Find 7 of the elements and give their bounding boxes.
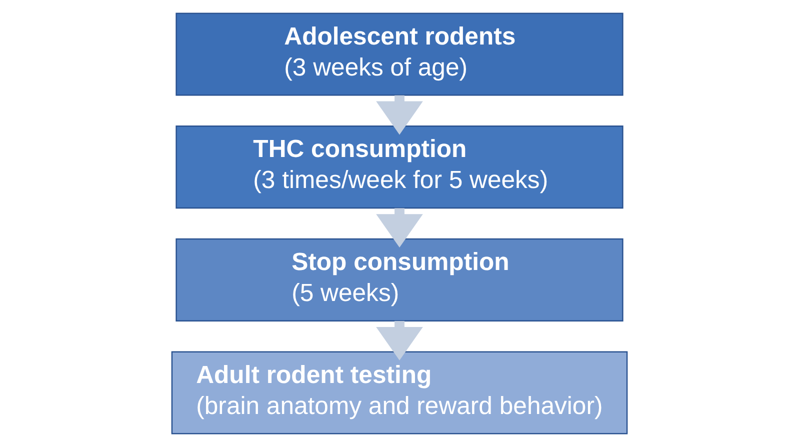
node-box: Stop consumption (5 weeks) [175, 238, 623, 322]
arrow [376, 321, 422, 360]
node-box: Adolescent rodents (3 weeks of age) [175, 12, 623, 96]
arrow [376, 208, 422, 248]
node-box: THC consumption (3 times/week for 5 weeks) [175, 126, 623, 209]
node-box: Adult rodent testing (brain anatomy and reward behavior) [170, 351, 628, 434]
arrow [376, 95, 422, 135]
